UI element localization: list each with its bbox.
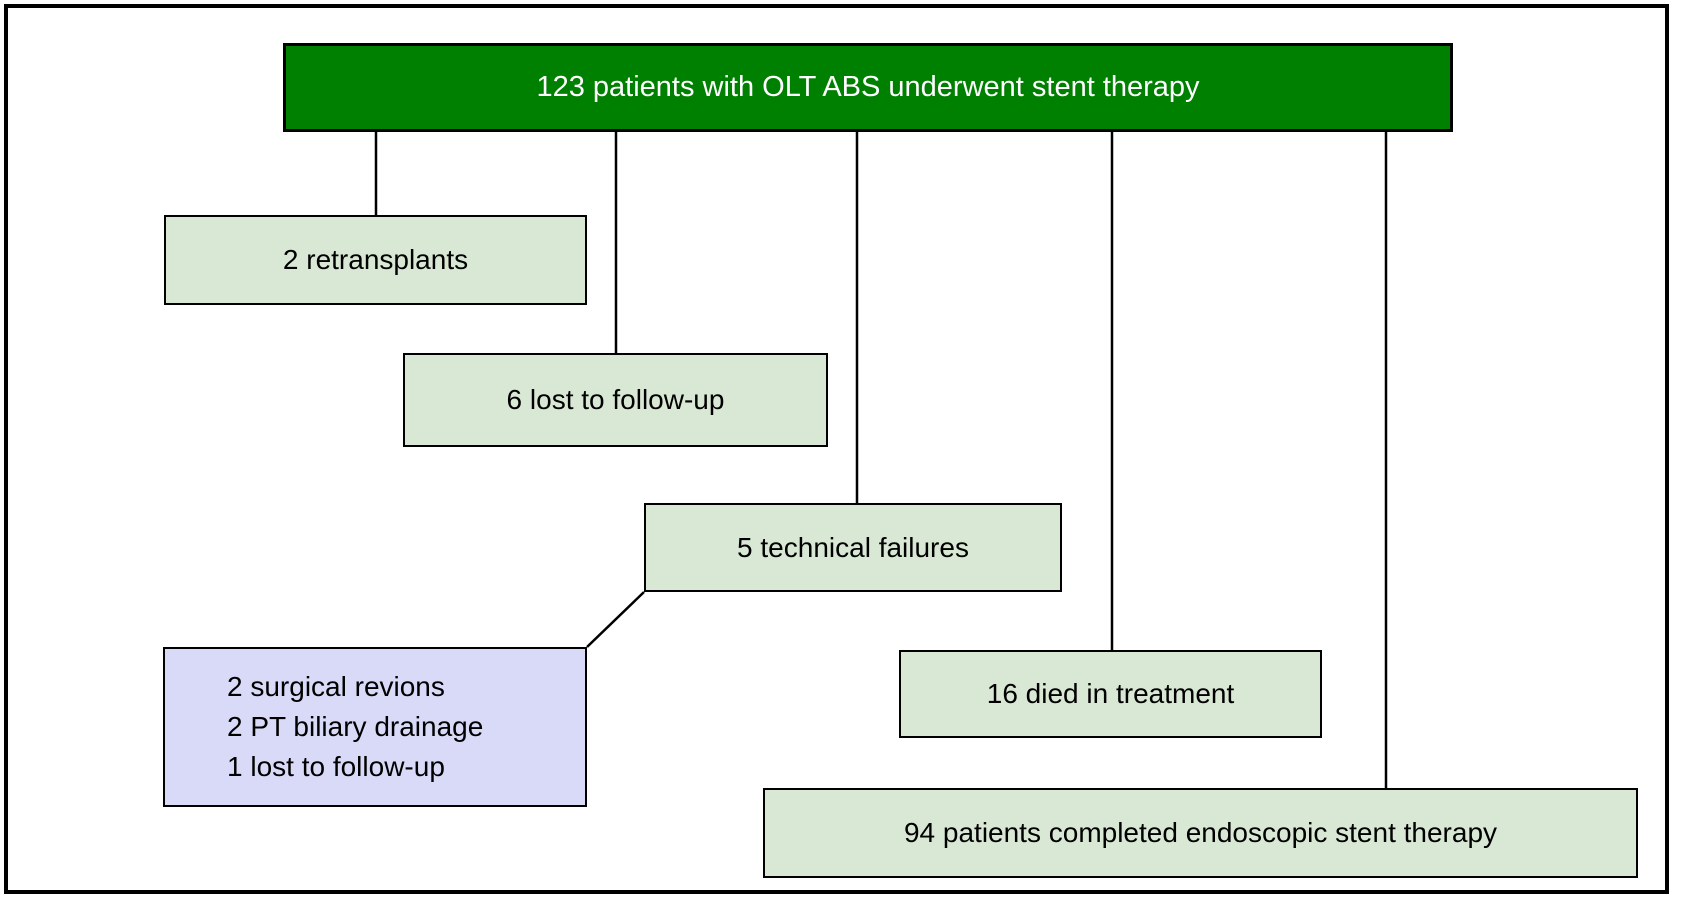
root-box-label: 123 patients with OLT ABS underwent sten… [536, 71, 1200, 104]
box-technical-failures: 5 technical failures [644, 503, 1062, 592]
outcome-line-surgical-revisions: 2 surgical revions [227, 671, 445, 702]
box-technical-failures-label: 5 technical failures [737, 531, 969, 563]
figure-border [4, 4, 1669, 894]
box-completed-therapy-label: 94 patients completed endoscopic stent t… [903, 817, 1498, 849]
box-lost-to-follow-up-label: 6 lost to follow-up [506, 384, 725, 416]
box-retransplants-label: 2 retransplants [282, 244, 469, 276]
box-failure-outcomes: 2 surgical revions 2 PT biliary drainage… [163, 647, 587, 807]
outcome-line-pt-biliary-drainage: 2 PT biliary drainage [227, 711, 484, 742]
box-completed-therapy: 94 patients completed endoscopic stent t… [763, 788, 1638, 878]
root-box-stent-therapy: 123 patients with OLT ABS underwent sten… [283, 43, 1453, 132]
box-died-in-treatment: 16 died in treatment [899, 650, 1322, 738]
box-died-in-treatment-label: 16 died in treatment [986, 678, 1235, 710]
outcome-line-lost-follow-up: 1 lost to follow-up [227, 751, 445, 782]
box-retransplants: 2 retransplants [164, 215, 587, 305]
box-lost-to-follow-up: 6 lost to follow-up [403, 353, 828, 447]
connector-line-outcomes-diagonal [586, 591, 645, 648]
